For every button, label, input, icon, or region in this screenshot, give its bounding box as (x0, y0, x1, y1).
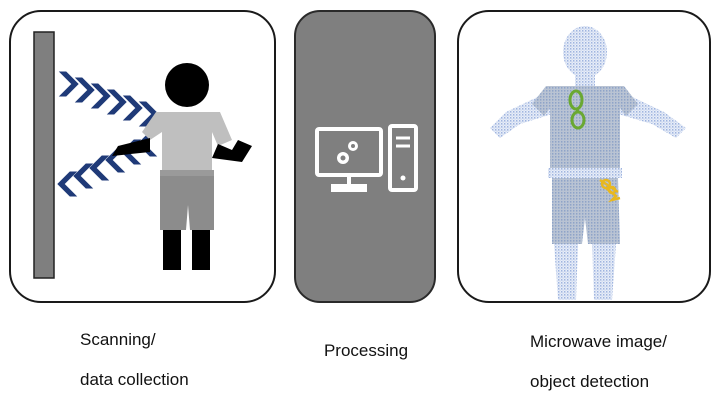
microwave-beam-icon (57, 71, 159, 197)
glasses-object-icon (568, 89, 586, 130)
person-icon (112, 63, 252, 270)
gears-icon (337, 141, 358, 164)
diagram-graphics (33, 26, 686, 300)
caption-processing: Processing (296, 321, 436, 381)
caption-scanning: Scanning/ data collection (60, 310, 240, 410)
caption-scanning-line1: Scanning/ (80, 330, 156, 349)
caption-microwave-line1: Microwave image/ (530, 332, 667, 351)
caption-microwave: Microwave image/ object detection (500, 312, 690, 412)
keys-object-icon (599, 178, 621, 203)
pc-tower-icon (388, 124, 418, 192)
computer-monitor-icon (315, 127, 383, 192)
caption-microwave-line2: object detection (530, 372, 650, 391)
body-scan-image-icon (490, 26, 686, 300)
caption-processing-line1: Processing (323, 341, 409, 360)
scanner-panel-icon (33, 31, 55, 279)
caption-scanning-line2: data collection (80, 370, 189, 389)
